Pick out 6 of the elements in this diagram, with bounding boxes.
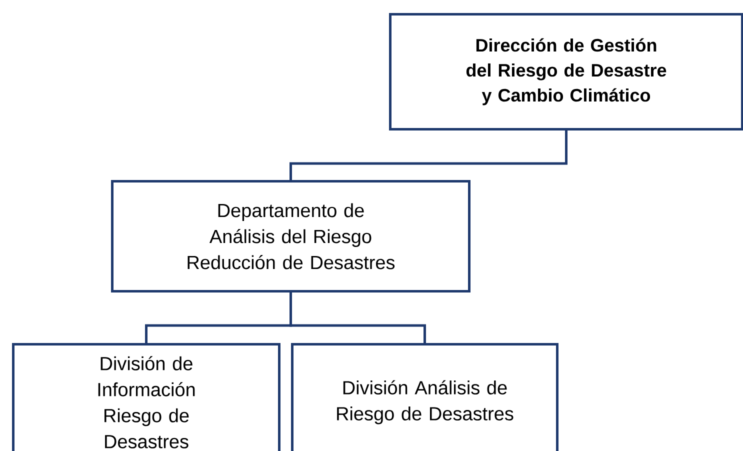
connector-line: [290, 130, 568, 180]
org-box: Departamento de Análisis del Riesgo Reducción de Desastres: [111, 180, 470, 292]
org-box: División Análisis de Riesgo de Desastres: [291, 343, 558, 451]
connector-line: [290, 292, 426, 343]
org-box: División de Información Riesgo de Desastres: [12, 343, 280, 451]
org-box: Dirección de Gestión del Riesgo de Desastre y Cambio Climático: [389, 13, 743, 130]
